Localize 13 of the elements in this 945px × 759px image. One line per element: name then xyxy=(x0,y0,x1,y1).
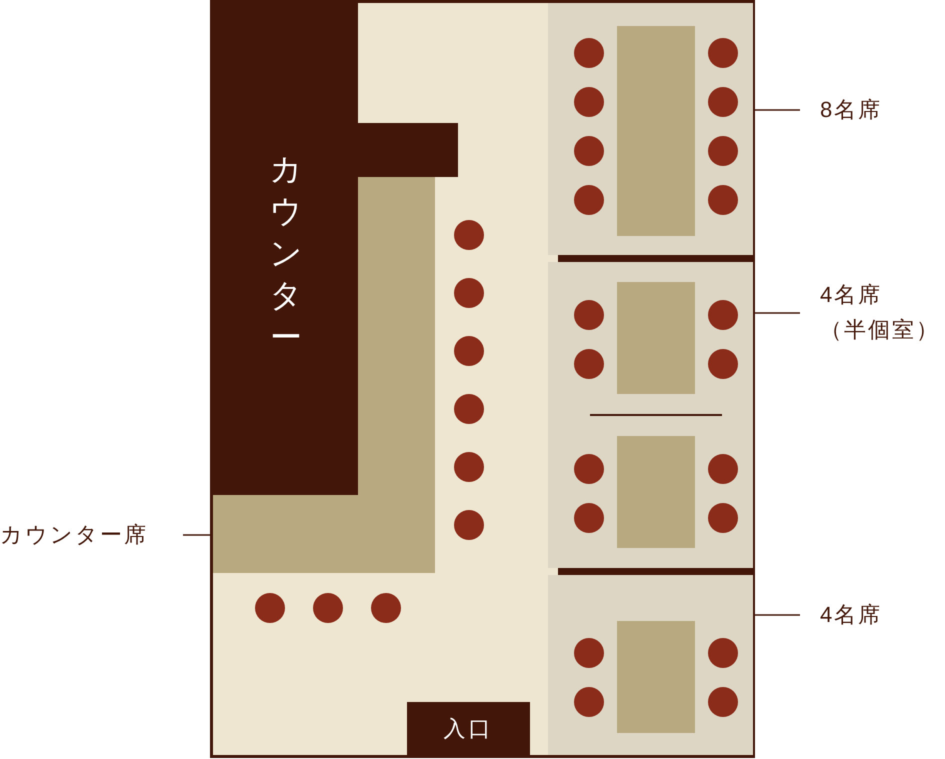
seating-area xyxy=(548,3,753,255)
counter-label: カウンター xyxy=(268,150,304,357)
entrance-block: 入口 xyxy=(407,702,530,755)
seat-label: 4名席（半個室） xyxy=(800,277,945,347)
seat-label: 4名席 xyxy=(800,597,920,632)
seat-label: 8名席 xyxy=(800,92,920,127)
leader-line xyxy=(755,312,800,314)
seat-label: カウンター席 xyxy=(0,517,183,552)
leader-line xyxy=(755,109,800,111)
seating-area xyxy=(548,575,753,755)
leader-line xyxy=(183,534,213,536)
seating-area xyxy=(548,262,753,568)
leader-line xyxy=(755,614,800,616)
